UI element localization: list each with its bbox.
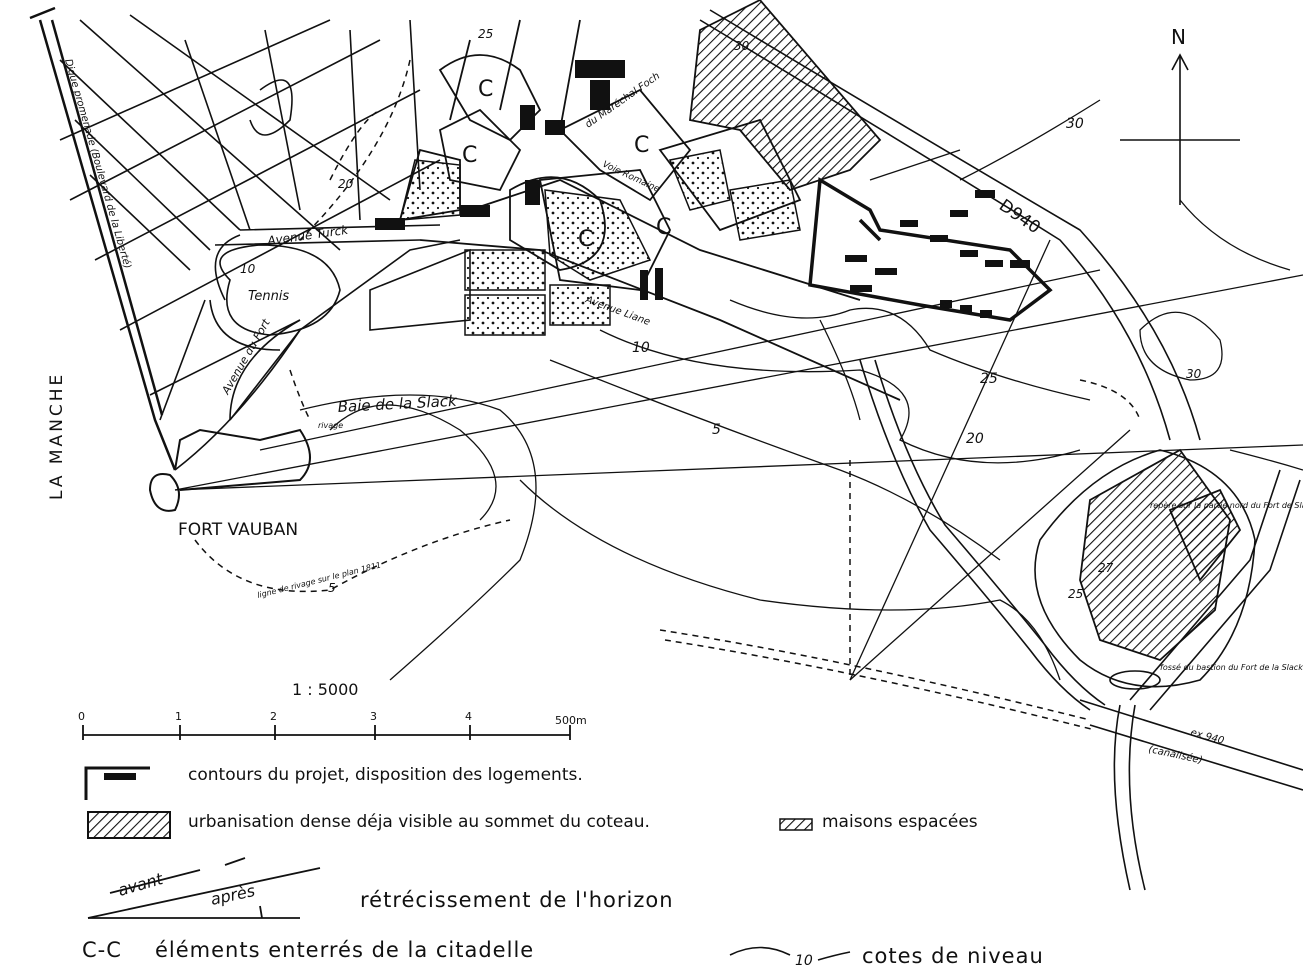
scale-tick: 500m — [555, 714, 587, 727]
dashed-lines — [194, 59, 1141, 731]
shoreline-note-label: ligne de rivage sur le plan 1811 — [256, 560, 382, 600]
road-d940 — [699, 9, 1303, 891]
contour-label: 20 — [966, 431, 984, 447]
road-d940-label: D940 — [995, 196, 1044, 239]
rivage-label: rivage — [318, 421, 343, 430]
contour-label: 30 — [734, 39, 750, 53]
contour-label: 5 — [328, 581, 336, 595]
repere-note-label: repère sur la partie nord du Fort de Sla… — [1150, 500, 1303, 510]
canalisee-label: (canalisée) — [1147, 743, 1203, 766]
romaine-label: Voie Romaine — [601, 160, 662, 195]
digue-promenade — [29, 6, 177, 471]
north-arrow — [1120, 53, 1240, 205]
contour-label: 25 — [980, 371, 998, 387]
fosse-note-label: fossé du bastion du Fort de la Slack — [1160, 662, 1303, 672]
contour-label: 10 — [240, 262, 256, 276]
avenue-turck-label: Avenue Turck — [265, 223, 349, 248]
fosse-ellipse — [1109, 670, 1161, 690]
ex-road-label: ex 940 — [1189, 727, 1225, 747]
dense-urbanisation — [689, 0, 1242, 662]
legend-before-label: avant — [116, 869, 166, 900]
sight-lines — [174, 149, 1303, 681]
legend-project-text: contours du projet, disposition des loge… — [188, 765, 583, 785]
tennis-ground — [219, 244, 341, 336]
north-label: N — [1171, 25, 1186, 49]
legend-citadel-text: éléments enterrés de la citadelle — [155, 938, 535, 962]
fort-vauban-label: FORT VAUBAN — [178, 520, 298, 540]
contour-label: 10 — [632, 340, 650, 356]
citadel-mark: C — [462, 143, 477, 168]
legend-contour-symbol-end — [817, 951, 851, 961]
contour-label: 30 — [1186, 367, 1202, 381]
project-housing — [845, 210, 1003, 292]
legend-contour-symbol — [729, 946, 791, 956]
legend-contour-sample: 10 — [795, 953, 813, 969]
project-outline — [808, 177, 1053, 322]
scale-tick: 1 — [175, 710, 182, 723]
contour-label: 27 — [1098, 561, 1114, 575]
legend-spaced-symbol — [779, 818, 813, 831]
fort-slack-bastion — [1034, 449, 1256, 688]
legend-horizon-symbol — [87, 857, 321, 919]
digue-label: Digue promenade (Boulevard de la Liberté… — [62, 58, 134, 271]
gardens — [399, 149, 801, 336]
bay-label: Baie de la Slack — [337, 392, 458, 416]
citadel-mark: C — [656, 215, 671, 240]
legend-horizon-text: rétrécissement de l'horizon — [360, 888, 674, 912]
contour-label: 25 — [1068, 587, 1083, 601]
buildings — [375, 60, 1030, 318]
contour-label: 25 — [478, 27, 493, 41]
legend-project-symbol — [84, 766, 150, 800]
citadel-mark: C — [634, 133, 649, 158]
legend-contour-text: cotes de niveau — [862, 944, 1044, 968]
scale-bar — [82, 725, 571, 740]
contour-label: 30 — [1066, 116, 1084, 132]
scale-tick: 0 — [78, 710, 85, 723]
contour-label: 20 — [338, 177, 354, 191]
legend-spaced-text: maisons espacées — [822, 812, 978, 832]
legend-citadel-code: C-C — [82, 938, 122, 962]
scale-tick: 2 — [270, 710, 277, 723]
slack-river — [859, 359, 1106, 711]
legend-dense-symbol — [87, 811, 171, 839]
legend-dense-text: urbanisation dense déja visible au somme… — [188, 812, 650, 832]
sea-label: LA MANCHE — [47, 372, 67, 500]
scale-tick: 3 — [370, 710, 377, 723]
legend-after-label: après — [209, 881, 257, 909]
contour-label: 5 — [712, 422, 721, 438]
scale-tick: 4 — [465, 710, 472, 723]
scale-ratio: 1 : 5000 — [292, 680, 358, 699]
citadel-mark: C — [478, 77, 493, 102]
tennis-label: Tennis — [248, 289, 289, 304]
citadel-mark: C — [578, 227, 593, 252]
fort-vauban — [148, 428, 311, 512]
